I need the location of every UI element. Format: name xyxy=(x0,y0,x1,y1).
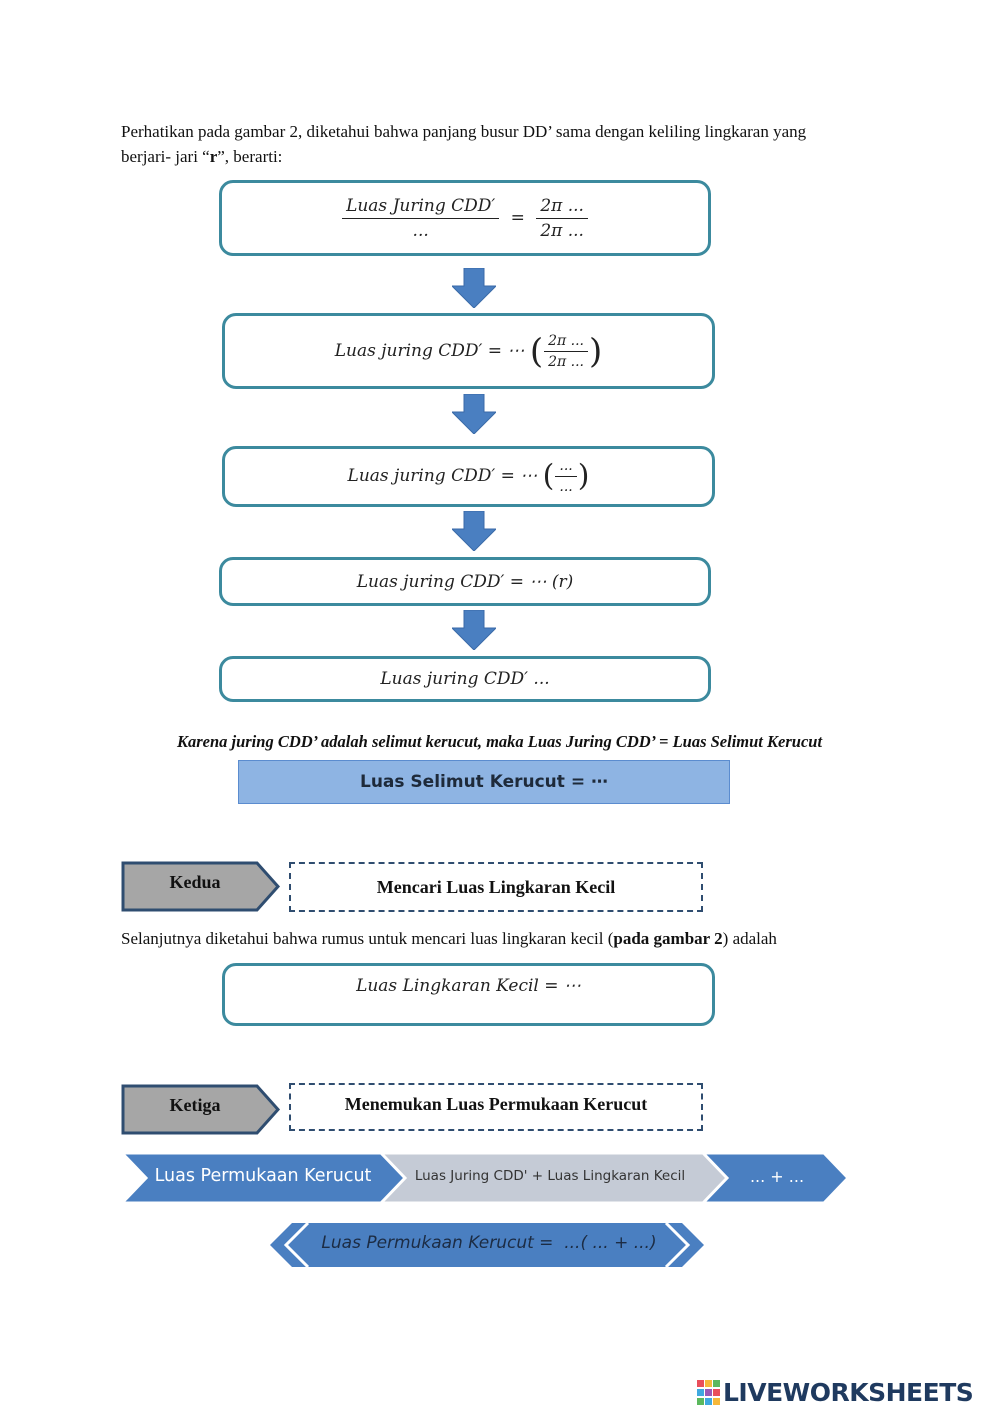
equals-sign: = xyxy=(510,207,525,228)
ketiga-title-box: Menemukan Luas Permukaan Kerucut xyxy=(289,1083,703,1131)
liveworksheets-logo: LIVEWORKSHEETS xyxy=(697,1378,974,1407)
formula-3: Luas juring CDD′ = ⋯ (......) xyxy=(348,458,590,495)
down-arrow-icon xyxy=(452,511,496,551)
formula-box-5: Luas juring CDD′ ... xyxy=(219,656,711,702)
formula-1: Luas Juring CDD′ ... = 2π ... 2π ... xyxy=(336,196,594,241)
intro-line2-bold: r xyxy=(209,147,218,166)
intro-line2-pre: berjari- jari “ xyxy=(121,147,210,166)
process-step-1-label: Luas Permukaan Kerucut xyxy=(154,1166,372,1186)
formula-3-num: ... xyxy=(555,458,577,477)
logo-blocks-icon xyxy=(697,1379,720,1405)
formula-3-lhs: Luas juring CDD′ = ⋯ xyxy=(347,466,538,486)
selanjutnya-paragraph: Selanjutnya diketahui bahwa rumus untuk … xyxy=(121,926,878,951)
kedua-title: Mencari Luas Lingkaran Kecil xyxy=(376,876,616,897)
selimut-formula-box: Luas Selimut Kerucut = ⋯ xyxy=(238,760,730,804)
logo-text: LIVEWORKSHEETS xyxy=(723,1378,974,1407)
fraction-right: 2π ... 2π ... xyxy=(536,196,588,241)
paren-open: ( xyxy=(542,458,555,494)
formula-box-3: Luas juring CDD′ = ⋯ (......) xyxy=(222,446,715,507)
formula-3-den: ... xyxy=(559,479,573,495)
formula-5: Luas juring CDD′ ... xyxy=(380,669,550,689)
ketiga-label-shape xyxy=(121,1084,281,1135)
final-formula: Luas Permukaan Kerucut = ...( ... + ...) xyxy=(321,1233,657,1253)
intro-paragraph: Perhatikan pada gambar 2, diketahui bahw… xyxy=(121,119,878,169)
intro-line1: Perhatikan pada gambar 2, diketahui bahw… xyxy=(121,122,807,141)
chevron-step-1 xyxy=(118,1151,408,1205)
formula-box-2: Luas juring CDD′ = ⋯ (2π ...2π ...) xyxy=(222,313,715,389)
fraction-left: Luas Juring CDD′ ... xyxy=(342,196,500,241)
selanjutnya-bold: pada gambar 2 xyxy=(613,929,723,948)
formula-2: Luas juring CDD′ = ⋯ (2π ...2π ...) xyxy=(335,333,603,370)
formula-4: Luas juring CDD′ = ⋯ (r) xyxy=(356,571,574,592)
kedua-title-box: Mencari Luas Lingkaran Kecil xyxy=(289,862,703,912)
fraction-left-num: Luas Juring CDD′ xyxy=(342,196,500,219)
formula-box-4: Luas juring CDD′ = ⋯ (r) xyxy=(219,557,711,606)
fraction-left-den: ... xyxy=(412,220,429,241)
down-arrow-icon xyxy=(452,394,496,434)
karena-statement: Karena juring CDD’ adalah selimut kerucu… xyxy=(176,732,823,751)
paren-close: ) xyxy=(589,331,603,371)
fraction-right-den: 2π ... xyxy=(540,220,584,241)
formula-2-num: 2π ... xyxy=(544,333,589,352)
formula-2-fraction: 2π ...2π ... xyxy=(544,333,589,370)
formula-2-lhs: Luas juring CDD′ = ⋯ xyxy=(334,340,525,361)
process-step-2-label: Luas Juring CDD' + Luas Lingkaran Kecil xyxy=(414,1168,686,1184)
ketiga-label: Ketiga xyxy=(169,1095,221,1115)
down-arrow-icon xyxy=(452,268,496,308)
intro-line2-post: ”, berarti: xyxy=(217,147,283,166)
final-banner-shape xyxy=(270,1221,704,1269)
kedua-label-shape xyxy=(121,861,281,912)
kedua-label: Kedua xyxy=(169,872,221,892)
lingkaran-formula: Luas Lingkaran Kecil = ⋯ xyxy=(356,976,581,996)
ketiga-title: Menemukan Luas Permukaan Kerucut xyxy=(344,1094,648,1114)
paren-open: ( xyxy=(529,331,544,371)
formula-3-fraction: ...... xyxy=(555,458,577,495)
fraction-right-num: 2π ... xyxy=(536,196,588,219)
down-arrow-icon xyxy=(452,610,496,650)
process-step-3-label: ... + ... xyxy=(749,1167,805,1186)
formula-2-den: 2π ... xyxy=(548,353,585,370)
selanjutnya-pre: Selanjutnya diketahui bahwa rumus untuk … xyxy=(121,929,614,948)
process-chevrons xyxy=(118,1151,851,1205)
lingkaran-formula-box: Luas Lingkaran Kecil = ⋯ xyxy=(222,963,715,1026)
paren-close: ) xyxy=(577,458,590,494)
formula-box-1: Luas Juring CDD′ ... = 2π ... 2π ... xyxy=(219,180,711,256)
selanjutnya-post: ) adalah xyxy=(722,929,777,948)
